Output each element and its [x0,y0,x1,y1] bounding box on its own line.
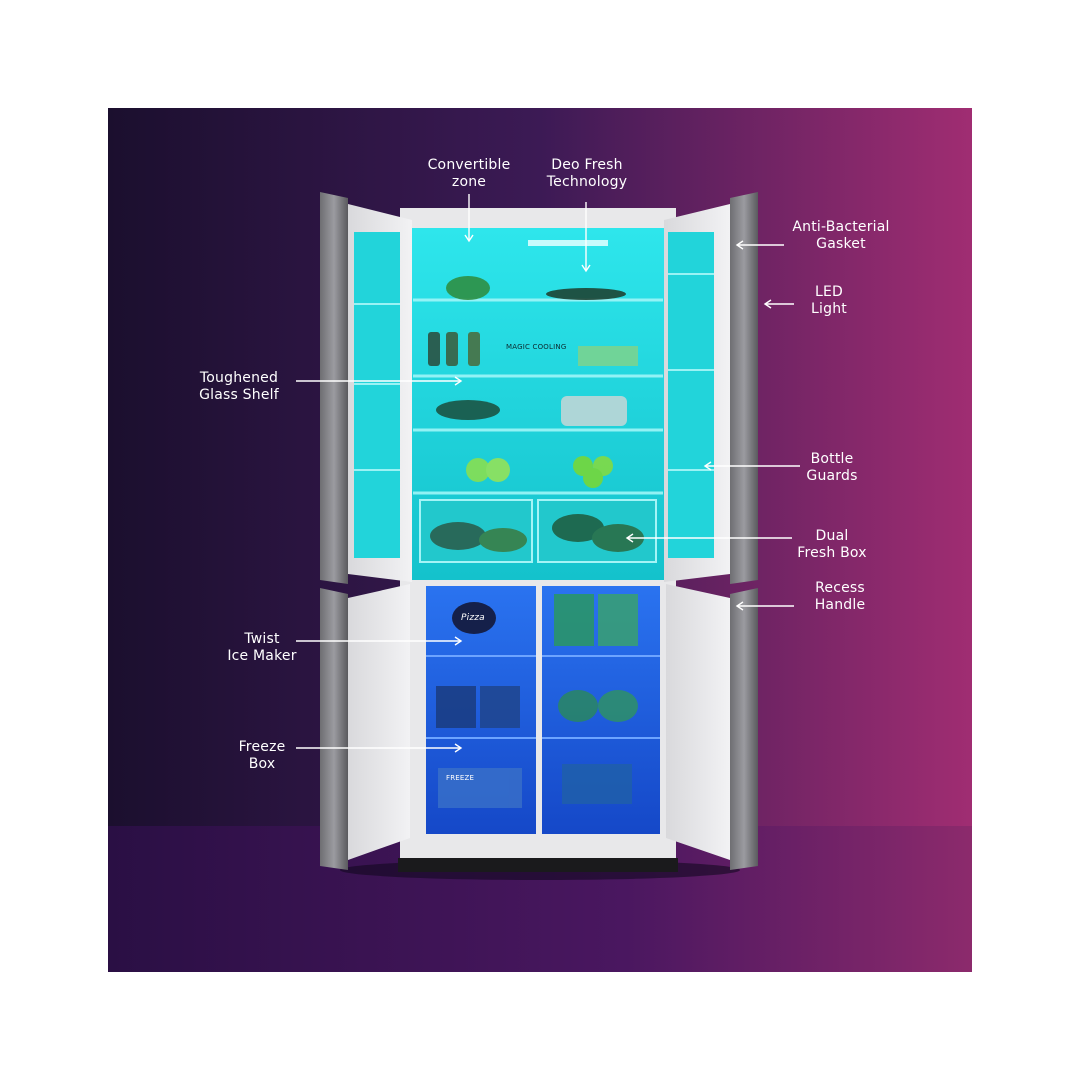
inside-text-freeze-box: FREEZE [446,774,475,782]
inside-text-pizza: Pizza [461,613,485,623]
shelf-food [428,276,638,488]
inside-text-magic-cooling: MAGIC COOLING [506,343,567,351]
refrigerator-diagram [108,108,972,972]
annotation-leaders [296,194,800,753]
